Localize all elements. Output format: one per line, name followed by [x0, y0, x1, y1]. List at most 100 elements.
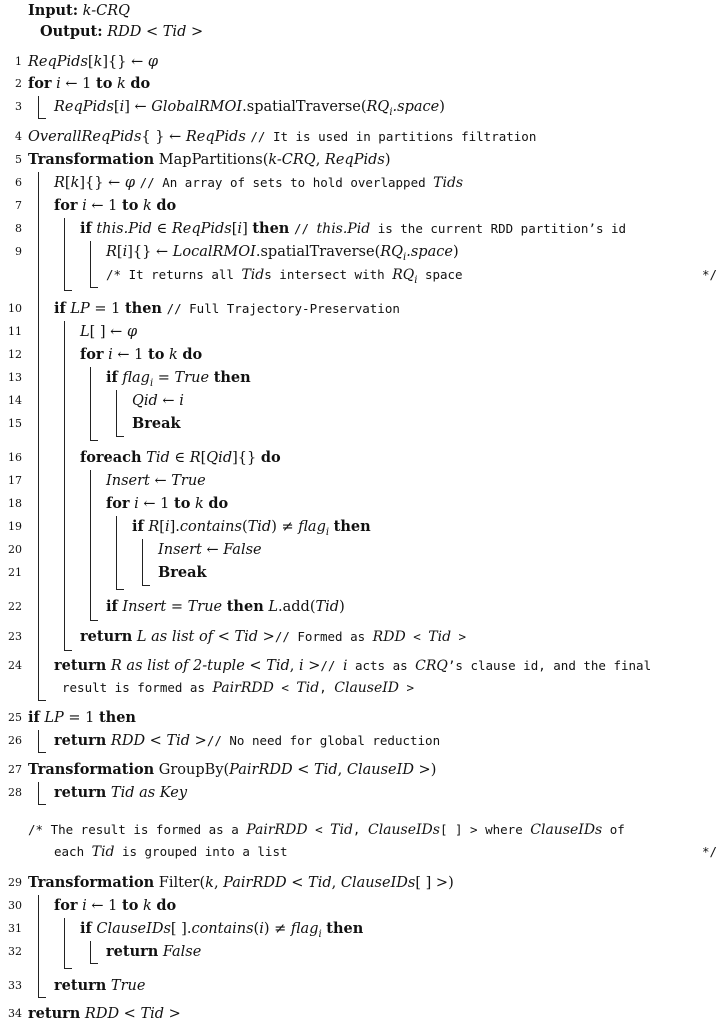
line-16: 16 foreach Tid ∈ R[Qid]{} do: [0, 447, 727, 469]
line-31: 31 if ClauseIDs[ ].contains(i) ≠ flagi t…: [0, 918, 727, 940]
line-number: 3: [15, 100, 22, 113]
block-bar: [38, 895, 39, 997]
line-8: 8 if this.Pid ∈ ReqPids[i] then // this.…: [0, 218, 727, 240]
line-23: 23 return L as list of < Tid >// Formed …: [0, 626, 727, 648]
line-number: 20: [8, 543, 22, 556]
line-20: 20 Insert ← False: [0, 539, 727, 561]
input-value: k-CRQ: [82, 3, 131, 19]
line-number: 11: [8, 325, 22, 338]
block-foot: [64, 650, 72, 651]
block-foot: [116, 589, 124, 590]
block-bar: [116, 516, 117, 589]
block-foot: [90, 963, 98, 964]
line-12: 12 for i ← 1 to k do: [0, 344, 727, 366]
line-number: 32: [8, 945, 22, 958]
block-foot: [64, 968, 72, 969]
line-6: 6 R[k]{} ← φ // An array of sets to hold…: [0, 172, 727, 194]
line-number: 30: [8, 899, 22, 912]
block-bar: [90, 941, 91, 963]
line-number: 14: [8, 394, 22, 407]
line-21: 21 Break: [0, 562, 727, 584]
line-17: 17 Insert ← True: [0, 470, 727, 492]
line-27: 27 Transformation GroupBy(PairRDD < Tid,…: [0, 759, 727, 781]
line-22: 22 if Insert = True then L.add(Tid): [0, 596, 727, 618]
line-number: 25: [8, 711, 22, 724]
line-number: 4: [15, 130, 22, 143]
line-number: 28: [8, 786, 22, 799]
line-number: 21: [8, 566, 22, 579]
line-number: 34: [8, 1007, 22, 1020]
line-26: 26 return RDD < Tid >// No need for glob…: [0, 730, 727, 752]
block-bar: [38, 782, 39, 804]
input-label: Input:: [28, 2, 79, 19]
block-bar: [142, 539, 143, 585]
line-11: 11 L[ ] ← φ: [0, 321, 727, 343]
line-24: 24 return R as list of 2-tuple < Tid, i …: [0, 655, 727, 677]
comment-line: /* It returns all Tids intersect with RQ…: [106, 267, 717, 286]
line-9: 9 R[i]{} ← LocalRMOI.spatialTraverse(RQi…: [0, 241, 727, 263]
line-1: 1 ReqPids[k]{} ← φ: [0, 51, 727, 73]
block-bar: [90, 367, 91, 440]
block-bar: [64, 918, 65, 968]
line-33: 33 return True: [0, 975, 727, 997]
output-value: RDD < Tid >: [107, 24, 204, 40]
output-line: Output: RDD < Tid >: [0, 21, 727, 43]
line-number: 29: [8, 876, 22, 889]
line-30: 30 for i ← 1 to k do: [0, 895, 727, 917]
line-number: 7: [15, 199, 22, 212]
line-18: 18 for i ← 1 to k do: [0, 493, 727, 515]
line-number: 24: [8, 659, 22, 672]
line-number: 19: [8, 520, 22, 533]
line-number: 10: [8, 302, 22, 315]
line-number: 33: [8, 979, 22, 992]
block-bar: [64, 218, 65, 290]
line-number: 5: [15, 153, 22, 166]
block-foot: [38, 752, 46, 753]
line-number: 16: [8, 451, 22, 464]
line-number: 27: [8, 763, 22, 776]
block-foot: [38, 804, 46, 805]
input-line: Input: k-CRQ: [0, 0, 727, 22]
line-number: 26: [8, 734, 22, 747]
line-28: 28 return Tid as Key: [0, 782, 727, 804]
block-foot: [90, 620, 98, 621]
block-bar: [38, 107, 39, 118]
line-14: 14 Qid ← i: [0, 390, 727, 412]
line-number: 12: [8, 348, 22, 361]
block-bar: [38, 730, 39, 752]
block-foot: [116, 436, 124, 437]
output-label: Output:: [40, 23, 103, 40]
block-foot: [64, 290, 72, 291]
block-bar: [38, 172, 39, 700]
line-number: 1: [15, 55, 22, 68]
line-number: 13: [8, 371, 22, 384]
line-number: 18: [8, 497, 22, 510]
block-foot: [90, 287, 98, 288]
line-7: 7 for i ← 1 to k do: [0, 195, 727, 217]
line-number: 17: [8, 474, 22, 487]
line-13: 13 if flagi = True then: [0, 367, 727, 389]
line-34: 34 return RDD < Tid >: [0, 1003, 727, 1025]
block-bar: [38, 96, 39, 107]
line-10: 10 if LP = 1 then // Full Trajectory-Pre…: [0, 298, 727, 320]
block-foot: [38, 700, 46, 701]
line-19: 19 if R[i].contains(Tid) ≠ flagi then: [0, 516, 727, 538]
line-2: 2 for i ← 1 to k do: [0, 73, 727, 95]
line-number: 15: [8, 417, 22, 430]
line-number: 6: [15, 176, 22, 189]
block-bar: [64, 321, 65, 650]
block-bar: [90, 470, 91, 620]
line-number: 22: [8, 600, 22, 613]
line-number: 23: [8, 630, 22, 643]
block-foot: [142, 585, 150, 586]
line-4: 4 OverallReqPids{ } ← ReqPids // It is u…: [0, 126, 727, 148]
result-comment-line-2: each Tid is grouped into a list */: [54, 844, 717, 860]
block-bar: [116, 390, 117, 436]
line-25: 25 if LP = 1 then: [0, 707, 727, 729]
line-29: 29 Transformation Filter(k, PairRDD < Ti…: [0, 872, 727, 894]
line-number: 31: [8, 922, 22, 935]
block-foot: [38, 997, 46, 998]
block-bar: [90, 241, 91, 287]
line-15: 15 Break: [0, 413, 727, 435]
